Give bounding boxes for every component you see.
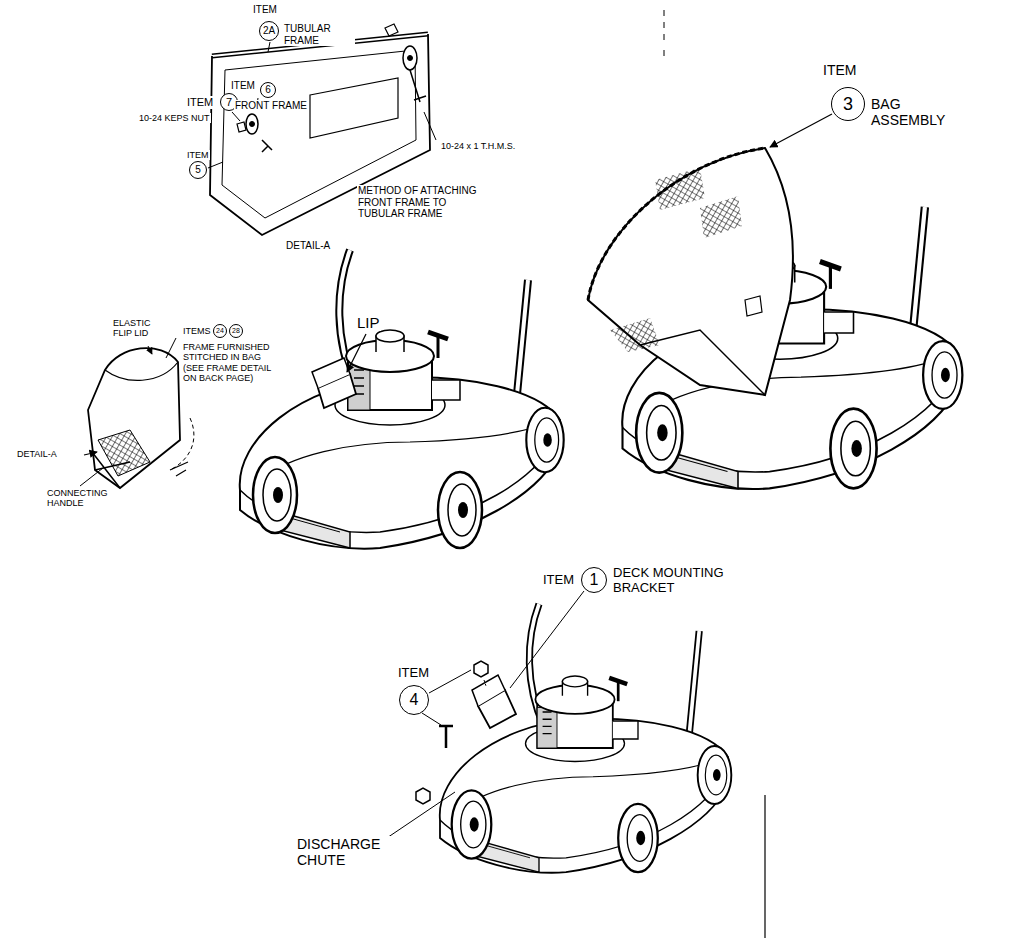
item-word: ITEM [186, 150, 210, 160]
detail-label: DETAIL-A [16, 449, 58, 459]
bag-assembly [588, 114, 832, 395]
callout-number: 24 [216, 327, 224, 334]
note-text: FRAME FURNISHED STITCHED IN BAG (SEE FRA… [182, 342, 282, 383]
bag-detail [80, 338, 194, 488]
item-word: ITEM [822, 62, 857, 78]
deck-bracket [372, 591, 584, 848]
item-word: ITEMS [182, 326, 212, 336]
note-text: METHOD OF ATTACHING FRONT FRAME TO TUBUL… [357, 185, 487, 220]
callout-number: 3 [843, 95, 853, 113]
callout-circle: 4 [399, 685, 429, 715]
callout-number: 28 [232, 327, 240, 334]
item-word: ITEM [230, 80, 256, 92]
callout-number: 4 [410, 692, 419, 708]
part-name: ELASTIC FLIP LID [112, 318, 164, 339]
part-name: BAG ASSEMBLY [870, 96, 967, 128]
callout-circle: 1 [581, 567, 607, 593]
part-name: DECK MOUNTING BRACKET [612, 566, 739, 596]
callout-number: 6 [265, 85, 271, 95]
crop-line [664, 10, 665, 60]
part-name: 10-24 KEPS NUT [138, 113, 211, 123]
callout-number: 7 [226, 97, 232, 108]
callout-number: 2A [263, 26, 275, 36]
border-line [764, 795, 765, 938]
detail-label: DETAIL-A [285, 240, 331, 252]
part-name: FRONT FRAME [234, 100, 308, 112]
lip-bracket [312, 334, 366, 408]
callout-circle: 24 [213, 324, 228, 339]
callout-number: 1 [590, 572, 599, 588]
callout-circle: 6 [260, 82, 276, 98]
callout-number: 5 [195, 165, 201, 175]
item-word: ITEM [542, 573, 575, 588]
callout-circle: 2A [259, 21, 279, 41]
item-word: ITEM [397, 666, 430, 681]
part-name: 10-24 x 1 T.H.M.S. [440, 141, 516, 151]
part-name: CONNECTING HANDLE [46, 488, 118, 509]
callout-circle: 28 [229, 324, 244, 339]
part-name: DISCHARGE CHUTE [296, 836, 398, 868]
part-name: TUBULAR FRAME [283, 23, 355, 46]
part-name: LIP [356, 314, 381, 331]
item-word: ITEM [252, 4, 278, 16]
callout-circle: 5 [189, 161, 207, 179]
item-word: ITEM [186, 96, 214, 109]
callout-circle: 3 [831, 87, 865, 121]
